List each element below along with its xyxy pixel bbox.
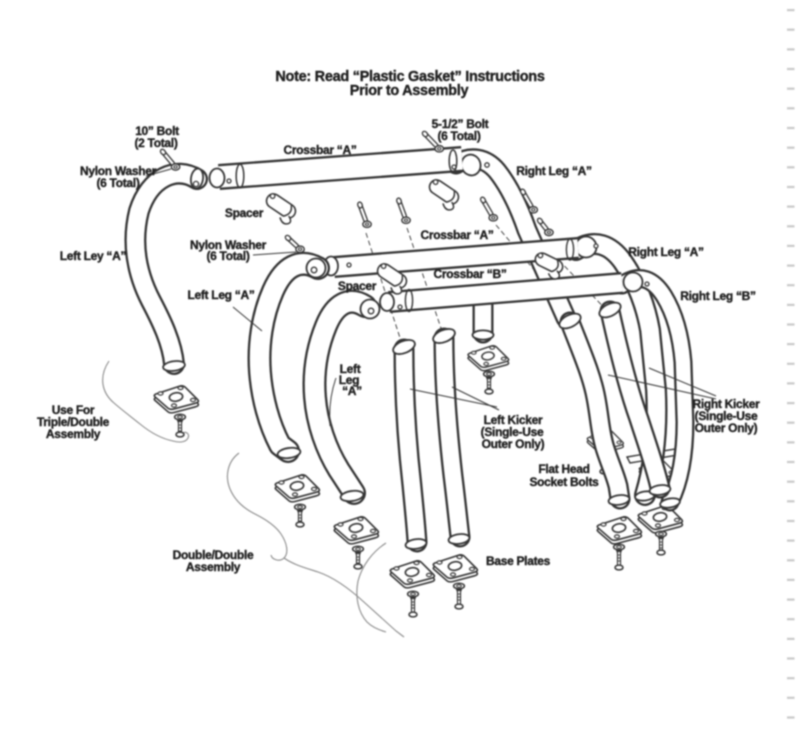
svg-text:Socket Bolts: Socket Bolts bbox=[529, 475, 599, 489]
svg-text:Assembly: Assembly bbox=[186, 560, 241, 574]
svg-text:(6 Total): (6 Total) bbox=[206, 249, 249, 263]
svg-text:Right Kicker: Right Kicker bbox=[692, 397, 760, 411]
svg-text:Spacer: Spacer bbox=[338, 279, 377, 293]
svg-text:Right Leg “A”: Right Leg “A” bbox=[516, 164, 592, 178]
svg-text:Left Leg “A”: Left Leg “A” bbox=[187, 288, 254, 302]
svg-text:Nylon Washer: Nylon Washer bbox=[80, 164, 157, 178]
svg-text:Prior to Assembly: Prior to Assembly bbox=[350, 83, 469, 99]
svg-text:(Single-Use: (Single-Use bbox=[695, 409, 758, 423]
svg-text:5-1/2” Bolt: 5-1/2” Bolt bbox=[432, 117, 489, 131]
svg-text:(2 Total): (2 Total) bbox=[134, 136, 177, 150]
svg-text:Leg: Leg bbox=[339, 373, 359, 387]
svg-text:Double/Double: Double/Double bbox=[173, 548, 254, 562]
svg-text:Left: Left bbox=[340, 362, 361, 376]
svg-text:Triple/Double: Triple/Double bbox=[37, 415, 110, 429]
svg-text:Right Leg “A”: Right Leg “A” bbox=[628, 245, 704, 259]
svg-text:Base Plates: Base Plates bbox=[486, 554, 551, 568]
svg-text:Left Ley “A”: Left Ley “A” bbox=[60, 249, 127, 263]
svg-text:Outer Only): Outer Only) bbox=[695, 421, 758, 435]
svg-text:Left Kicker: Left Kicker bbox=[484, 413, 543, 427]
svg-text:Outer Only): Outer Only) bbox=[482, 437, 545, 451]
svg-text:Crossbar “A”: Crossbar “A” bbox=[420, 228, 493, 242]
svg-text:“A”: “A” bbox=[342, 384, 362, 398]
svg-text:(6 Total): (6 Total) bbox=[437, 129, 480, 143]
svg-text:Spacer: Spacer bbox=[225, 206, 264, 220]
svg-text:(Single-Use: (Single-Use bbox=[481, 425, 544, 439]
svg-text:(6 Total): (6 Total) bbox=[96, 176, 139, 190]
svg-text:Note: Read “Plastic Gasket” In: Note: Read “Plastic Gasket” Instructions bbox=[275, 69, 544, 85]
svg-text:Use For: Use For bbox=[52, 403, 95, 417]
svg-text:Flat Head: Flat Head bbox=[538, 462, 589, 476]
svg-text:Nylon Washer: Nylon Washer bbox=[190, 238, 267, 252]
svg-text:Crossbar “A”: Crossbar “A” bbox=[283, 143, 356, 157]
svg-text:10” Bolt: 10” Bolt bbox=[135, 124, 179, 138]
svg-text:Assembly: Assembly bbox=[46, 427, 101, 441]
svg-text:Crossbar “B”: Crossbar “B” bbox=[433, 267, 506, 281]
svg-text:Right Leg “B”: Right Leg “B” bbox=[680, 289, 756, 303]
